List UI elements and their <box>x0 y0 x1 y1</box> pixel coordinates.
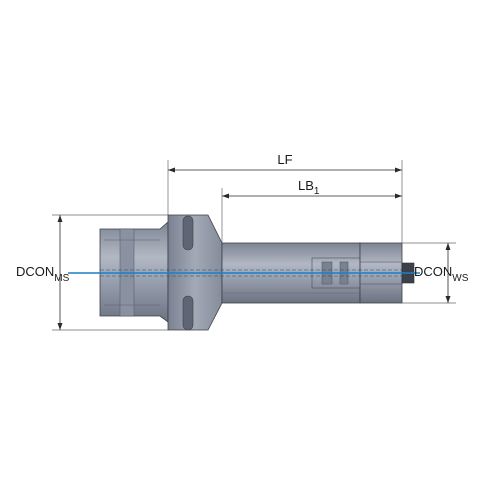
holder-body <box>99 214 415 331</box>
lb1-label: LB1 <box>298 178 320 197</box>
lf-dimension: LF <box>167 152 403 243</box>
dcon-ms-dimension: DCONMS <box>16 214 168 331</box>
dcon-ws-label: DCONWS <box>414 264 469 284</box>
lf-label: LF <box>277 152 292 167</box>
flange-slot-bottom <box>182 295 194 331</box>
dcon-ms-label: DCONMS <box>16 264 70 284</box>
lb1-dimension: LB1 <box>221 178 402 243</box>
flange-slot-top <box>182 215 194 251</box>
dcon-ws-dimension: DCONWS <box>402 242 469 304</box>
